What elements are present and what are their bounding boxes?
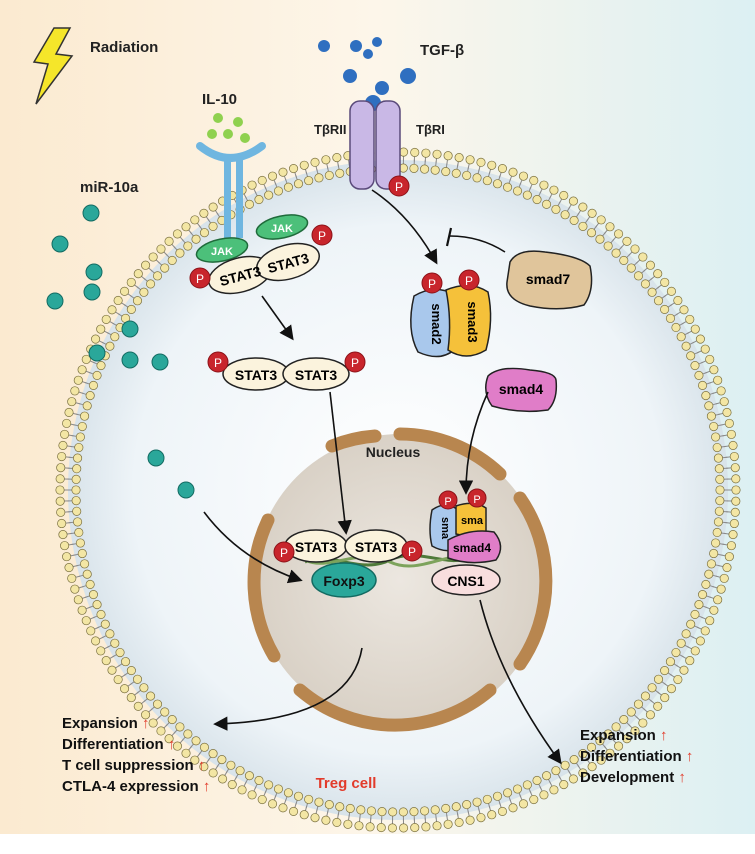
smad3-label: sma	[461, 515, 484, 527]
smad3-label: smad3	[465, 301, 480, 342]
smad7: smad7	[506, 250, 593, 310]
treg-cell-label: Treg cell	[316, 775, 377, 792]
tgf-beta-label: TGF-β	[420, 42, 464, 59]
stat3-receptor-complex: STAT3 STAT3 P P	[189, 224, 333, 295]
cns1: CNS1	[431, 564, 501, 596]
tbrii-label: TβRII	[314, 122, 347, 137]
radiation-label: Radiation	[90, 39, 158, 56]
arrow-stat3-dimerize	[261, 295, 294, 341]
smad4: smad4	[485, 367, 558, 413]
jak-right: JAK	[255, 214, 309, 240]
arrow-smad-nucleus	[458, 391, 489, 495]
arrow-cns1-outcomes	[479, 599, 562, 765]
phospho-label: P	[318, 229, 326, 243]
stat3-dimer: STAT3 STAT3 P P	[207, 351, 366, 391]
nuclear-smad-complex: sma sma smad4 P P	[429, 488, 502, 564]
jak-right-label: JAK	[271, 223, 293, 235]
phospho-label: P	[280, 546, 288, 560]
outcome-left-item: Differentiation ↑	[62, 736, 175, 753]
phospho-label: P	[408, 545, 416, 559]
stat3-nuclear-dimer: STAT3 STAT3 P P	[273, 529, 423, 563]
foxp3: Foxp3	[311, 562, 377, 598]
outcome-left-item: Expansion ↑	[62, 715, 150, 732]
arrow-receptor-smad	[371, 189, 438, 265]
pathway-arrows	[203, 189, 562, 765]
smad2-smad3-complex: smad2 smad3 P P	[410, 269, 492, 358]
cns1-label: CNS1	[447, 573, 485, 589]
mir10a-molecules	[46, 204, 195, 499]
smad4-label: smad4	[453, 541, 491, 555]
jak-left: JAK	[195, 237, 249, 263]
outcome-left-item: T cell suppression ↑	[62, 757, 205, 774]
phospho-label: P	[465, 274, 473, 288]
phospho-label: P	[351, 356, 359, 370]
phospho-label: P	[214, 356, 222, 370]
outcome-right-item: Differentiation ↑	[580, 748, 693, 765]
phospho-label: P	[428, 277, 436, 291]
outcomes-right: Expansion ↑ Differentiation ↑ Development …	[580, 727, 693, 786]
stat3-label: STAT3	[295, 367, 337, 383]
tgf-beta-receptors: P	[349, 100, 410, 197]
inhibition-smad7	[449, 235, 506, 253]
il10-ligands	[207, 113, 250, 143]
phospho-label: P	[196, 272, 204, 286]
smad2-label: smad2	[429, 303, 444, 344]
stat3-label: STAT3	[235, 367, 277, 383]
smad4-label: smad4	[499, 381, 544, 397]
phospho-label: P	[473, 494, 480, 506]
outcome-right-item: Expansion ↑	[580, 727, 668, 744]
phospho-label: P	[395, 180, 403, 194]
phospho-label: P	[444, 496, 451, 508]
il10-label: IL-10	[202, 91, 237, 108]
smad2-label: sma	[439, 517, 451, 540]
outcomes-left: Expansion ↑ Differentiation ↑ T cell suppr…	[62, 715, 210, 795]
foxp3-label: Foxp3	[323, 573, 364, 589]
mir10a-label: miR-10a	[80, 179, 139, 196]
tbri-label: TβRI	[416, 122, 445, 137]
jak-left-label: JAK	[211, 246, 233, 258]
cell-membrane	[55, 147, 741, 833]
nucleus-label: Nucleus	[366, 444, 421, 460]
stat3-label: STAT3	[295, 539, 337, 555]
stat3-label: STAT3	[355, 539, 397, 555]
arrow-mir10a-foxp3	[203, 511, 303, 584]
outcome-right-item: Development ↑	[580, 769, 686, 786]
arrow-stat3-nucleus	[329, 391, 352, 535]
smad7-label: smad7	[526, 271, 571, 287]
outcome-left-item: CTLA-4 expression ↑	[62, 778, 210, 795]
inhibition-bar	[445, 227, 453, 247]
arrow-foxp3-outcomes	[213, 647, 363, 731]
radiation-bolt-icon	[32, 27, 74, 105]
il10-receptor	[196, 142, 266, 238]
